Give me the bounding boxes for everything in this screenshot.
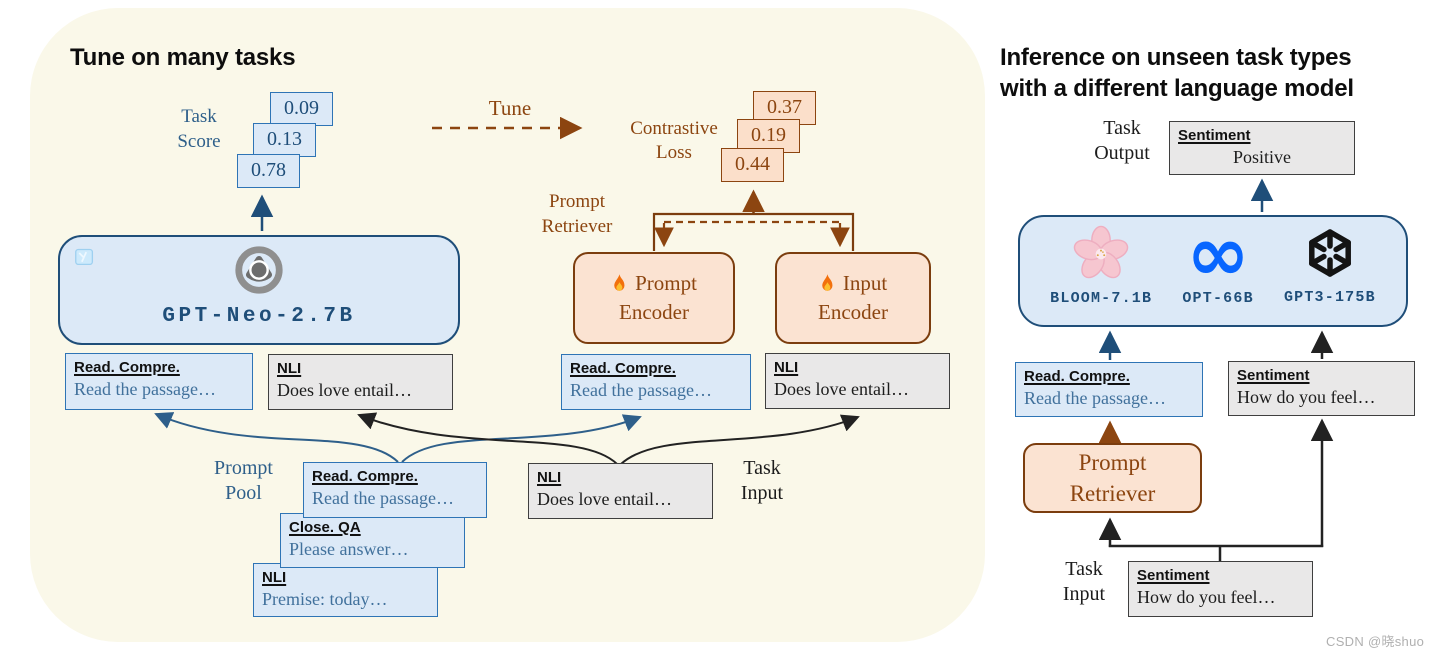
task-input-line1: Task bbox=[743, 457, 781, 479]
prompt-pool-line1: Prompt bbox=[214, 457, 273, 479]
card-tag: Read. Compre. bbox=[74, 359, 180, 376]
meta-logo: ∞ bbox=[1186, 209, 1250, 298]
card-text: Does love entail… bbox=[774, 379, 909, 399]
task-score-label: Task Score bbox=[160, 104, 238, 154]
bloom-logo bbox=[1073, 225, 1129, 279]
card-text: How do you feel… bbox=[1137, 587, 1276, 607]
card-tag: NLI bbox=[774, 359, 799, 376]
card-tag: Sentiment bbox=[1137, 567, 1210, 584]
encoder-label-line1: Input bbox=[842, 271, 888, 295]
card-text: Read the passage… bbox=[74, 379, 216, 399]
contrastive-loss-label: Contrastive Loss bbox=[620, 117, 728, 165]
encoder-label-line1: Prompt bbox=[635, 271, 697, 295]
prompt-pool-line2: Pool bbox=[225, 482, 262, 504]
card-tag: NLI bbox=[277, 360, 302, 377]
bloom-model: BLOOM-7.1B bbox=[1050, 225, 1152, 307]
card-tag: NLI bbox=[537, 469, 562, 486]
encoder-label-line2: Encoder bbox=[818, 300, 888, 324]
card-text: Does love entail… bbox=[277, 380, 412, 400]
card-text: Does love entail… bbox=[537, 489, 672, 509]
task-output-line1: Task bbox=[1103, 117, 1141, 139]
model-name: BLOOM-7.1B bbox=[1050, 290, 1153, 307]
task-input-line2: Input bbox=[1062, 583, 1106, 605]
watermark: CSDN @晓shuo bbox=[1326, 634, 1425, 649]
card-tag: Close. QA bbox=[289, 519, 361, 536]
task-input-card: NLI Does love entail… bbox=[528, 463, 713, 519]
card-text: Read the passage… bbox=[1024, 388, 1166, 408]
tune-label: Tune bbox=[488, 96, 532, 120]
pool-card: Close. QA Please answer… bbox=[280, 513, 465, 568]
model-name: GPT3-175B bbox=[1283, 289, 1376, 306]
gpt-neo-model-box: GPT-Neo-2.7B bbox=[58, 235, 460, 345]
prompt-retriever-line2: Retriever bbox=[541, 216, 613, 237]
task-input-line2: Input bbox=[740, 482, 784, 504]
right-title-line1: Inference on unseen task types bbox=[1000, 44, 1352, 71]
task-score-value: 0.09 bbox=[270, 92, 333, 126]
eleutherai-logo bbox=[235, 246, 283, 294]
right-panel-title: Inference on unseen task types with a di… bbox=[1000, 42, 1430, 104]
sentiment-input-card: Sentiment How do you feel… bbox=[1228, 361, 1415, 416]
task-score-value: 0.13 bbox=[253, 123, 316, 157]
language-models-box: BLOOM-7.1B ∞ OPT-66B GPT3-175B bbox=[1018, 215, 1408, 327]
input-junction-line bbox=[1108, 544, 1324, 561]
card-text: Read the passage… bbox=[570, 380, 712, 400]
card-text: Positive bbox=[1232, 147, 1291, 167]
ice-cube-icon bbox=[75, 248, 94, 266]
prompt-retriever-line1: Prompt bbox=[549, 191, 605, 212]
card-tag: Read. Compre. bbox=[312, 468, 418, 485]
input-card: NLI Does love entail… bbox=[268, 354, 453, 410]
retrieved-prompt-card: Read. Compre. Read the passage… bbox=[1015, 362, 1203, 417]
card-tag: Sentiment bbox=[1178, 127, 1251, 144]
retriever-line1: Prompt bbox=[1078, 450, 1147, 475]
pool-card: Read. Compre. Read the passage… bbox=[303, 462, 487, 518]
card-tag: Read. Compre. bbox=[570, 360, 676, 377]
gpt3-model: GPT3-175B bbox=[1284, 225, 1376, 307]
prompt-card: Read. Compre. Read the passage… bbox=[65, 353, 253, 410]
encoder-label-line2: Encoder bbox=[619, 300, 689, 324]
model-name: OPT-66B bbox=[1182, 290, 1254, 307]
opt-model: ∞ OPT-66B bbox=[1182, 209, 1254, 308]
task-score-value: 0.78 bbox=[237, 154, 300, 188]
card-tag: Sentiment bbox=[1237, 367, 1310, 384]
prompt-card: Read. Compre. Read the passage… bbox=[561, 354, 751, 410]
input-card: NLI Does love entail… bbox=[765, 353, 950, 409]
card-text: Please answer… bbox=[289, 539, 409, 559]
input-encoder-box: Input Encoder bbox=[775, 252, 931, 344]
card-text: Premise: today… bbox=[262, 589, 388, 609]
task-output-label: Task Output bbox=[1078, 116, 1166, 166]
card-text: How do you feel… bbox=[1237, 387, 1376, 407]
fire-icon bbox=[822, 274, 833, 291]
loss-value: 0.44 bbox=[721, 148, 784, 182]
prompt-pool-label: Prompt Pool bbox=[196, 456, 291, 506]
openai-logo bbox=[1308, 229, 1351, 277]
card-tag: Read. Compre. bbox=[1024, 368, 1130, 385]
card-tag: NLI bbox=[262, 569, 287, 586]
left-panel-title: Tune on many tasks bbox=[70, 44, 296, 71]
contrastive-loss-line1: Contrastive bbox=[630, 118, 718, 139]
pool-card: NLI Premise: today… bbox=[253, 563, 438, 617]
contrastive-loss-line2: Loss bbox=[656, 142, 692, 163]
task-score-label-line2: Score bbox=[177, 131, 221, 152]
task-score-label-line1: Task bbox=[181, 106, 217, 127]
task-output-line2: Output bbox=[1094, 142, 1150, 164]
retriever-line2: Retriever bbox=[1069, 481, 1156, 506]
prompt-encoder-box: Prompt Encoder bbox=[573, 252, 735, 344]
prompt-retriever-label: Prompt Retriever bbox=[522, 189, 632, 239]
card-text: Read the passage… bbox=[312, 488, 454, 508]
task-input-label: Task Input bbox=[712, 456, 812, 506]
prompt-retriever-box: Prompt Retriever bbox=[1023, 443, 1202, 513]
task-input-line1: Task bbox=[1065, 558, 1103, 580]
right-title-line2: with a different language model bbox=[1000, 75, 1354, 102]
task-input-card: Sentiment How do you feel… bbox=[1128, 561, 1313, 617]
task-input-label: Task Input bbox=[1040, 557, 1128, 607]
model-name: GPT-Neo-2.7B bbox=[162, 305, 356, 328]
task-output-card: Sentiment Positive bbox=[1169, 121, 1355, 175]
fire-icon bbox=[614, 274, 625, 291]
